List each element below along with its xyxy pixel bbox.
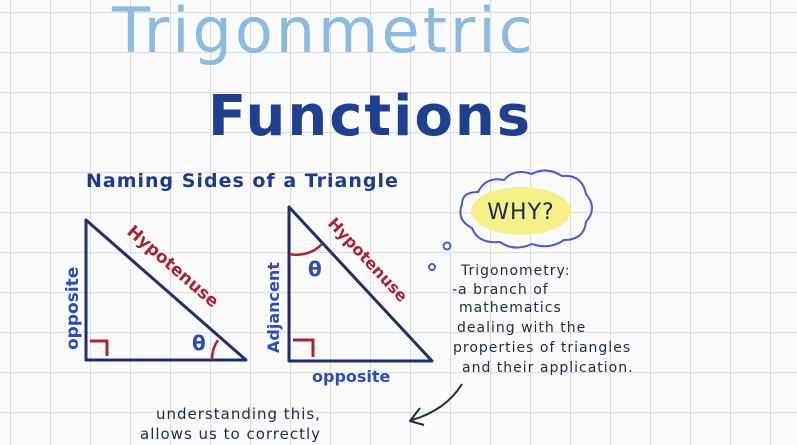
definition-line: and their application. — [462, 360, 634, 376]
section-subtitle: Naming Sides of a Triangle — [86, 170, 399, 192]
triangle-1: θ opposite Hypotenuse — [63, 218, 248, 362]
triangle-2-adjacent-label: Adjancent — [264, 262, 283, 353]
curved-arrow — [411, 383, 463, 421]
thought-dot-large — [442, 241, 452, 251]
thought-bubble: WHY? — [428, 169, 593, 271]
triangle-2-opposite-label: opposite — [312, 367, 391, 386]
triangle-2-angle-arc — [288, 243, 323, 257]
definition-line: -a branch of — [452, 282, 549, 298]
triangle-2: θ Adjancent Hypotenuse opposite — [264, 205, 434, 386]
definition-line: mathematics — [459, 300, 562, 316]
page-title-line-2: Functions — [208, 84, 533, 149]
thought-bubble-highlight — [471, 187, 571, 235]
triangle-2-outline — [287, 205, 434, 363]
bottom-note-line: understanding this, — [156, 405, 321, 423]
triangle-1-right-angle-marker — [90, 339, 109, 356]
triangle-1-angle-arc — [210, 339, 220, 361]
definition-heading: Trigonometry: — [461, 263, 571, 279]
triangle-1-outline — [84, 218, 248, 362]
triangle-2-right-angle-marker — [293, 338, 315, 357]
arrow-head — [409, 407, 425, 426]
definition-line: dealing with the — [457, 320, 587, 336]
triangle-2-theta: θ — [308, 257, 322, 281]
thought-bubble-cloud — [459, 169, 593, 249]
triangle-1-theta: θ — [192, 331, 206, 355]
thought-bubble-text: WHY? — [487, 200, 554, 225]
triangle-1-opposite-label: opposite — [63, 267, 83, 350]
definition-line: properties of triangles — [453, 340, 632, 356]
page-title-line-1: Trigonmetric — [112, 0, 536, 67]
bottom-note-line: allows us to correctly — [140, 425, 322, 443]
thought-dot-small — [428, 263, 436, 271]
